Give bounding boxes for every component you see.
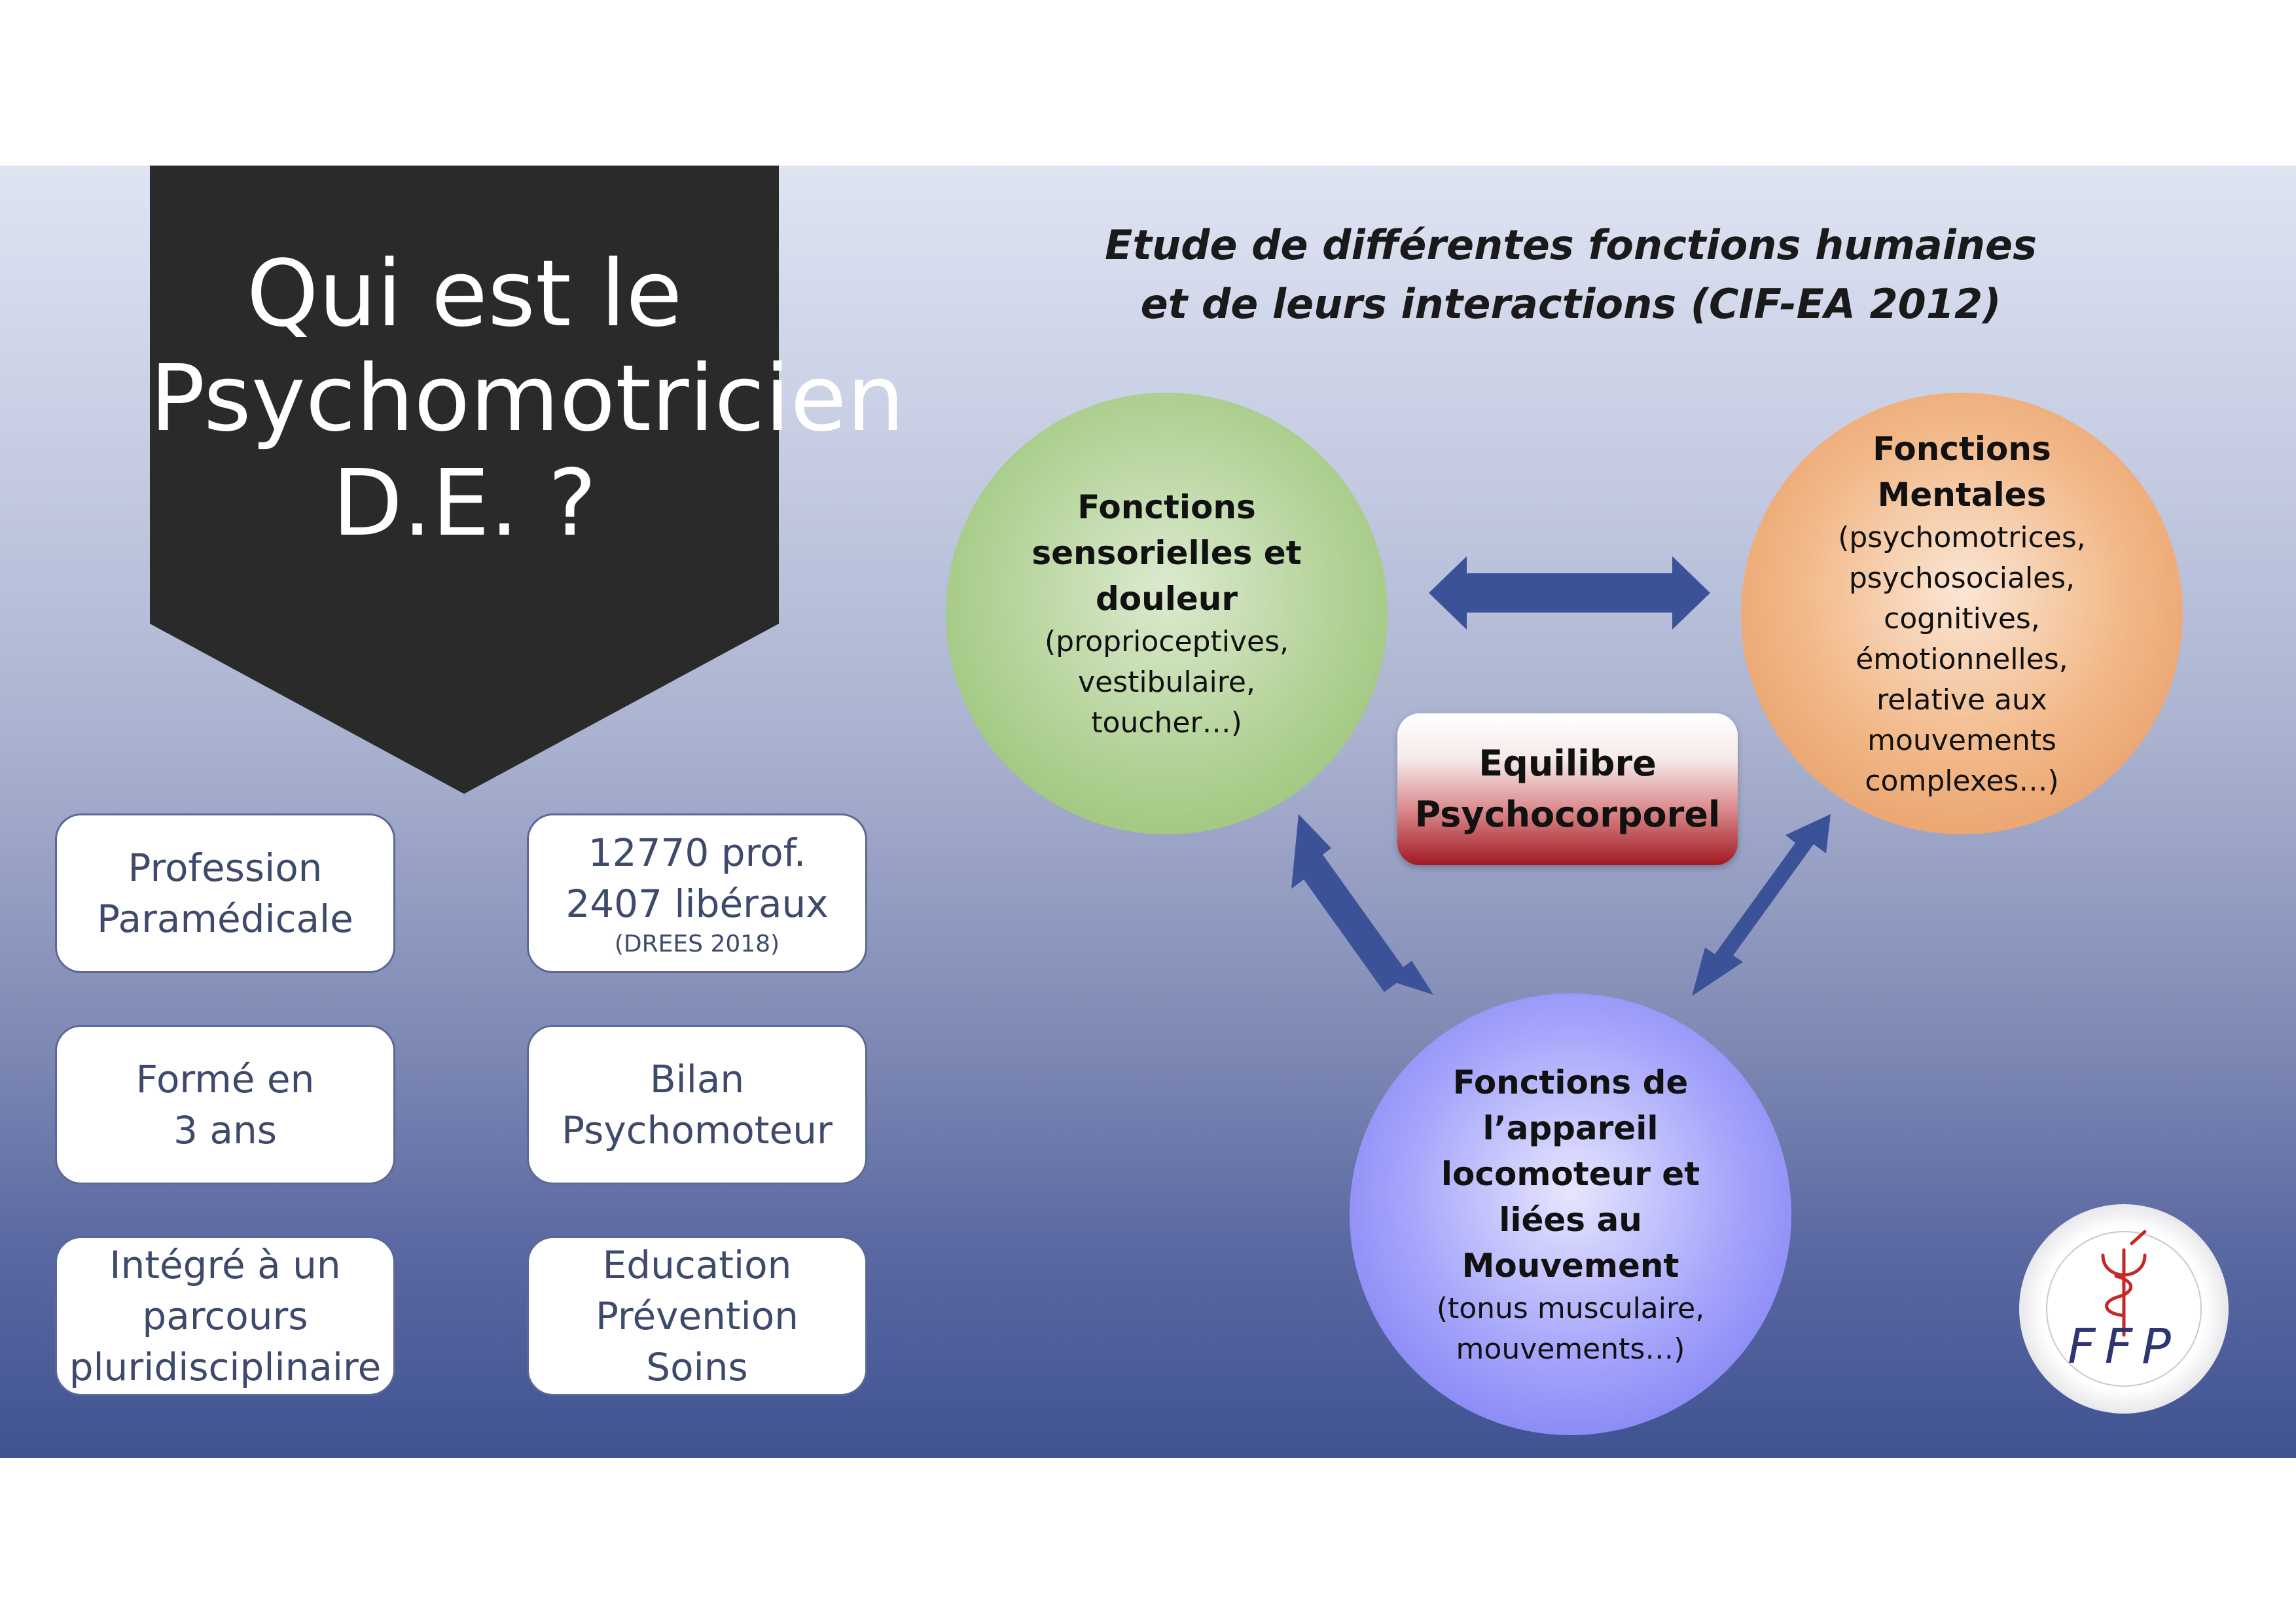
info-box-statistics: 12770 prof. 2407 libéraux (DREES 2018) <box>527 813 867 973</box>
circle-sensory-functions: Fonctions sensorielles et douleur (propr… <box>946 393 1388 834</box>
title-pentagon <box>150 166 779 794</box>
circle-mental-functions: Fonctions Mentales (psychomotrices, psyc… <box>1741 393 2183 834</box>
info-box-line: Intégré à un <box>109 1243 341 1287</box>
center-balance-box: Equilibre Psychocorporel <box>1397 713 1738 865</box>
info-box-line: Soins <box>646 1345 748 1389</box>
circle-locomotor-functions: Fonctions de l’appareil locomoteur et li… <box>1350 993 1791 1435</box>
circle-detail-line: cognitives, <box>1884 601 2040 635</box>
circle-bold-line: locomoteur et <box>1441 1154 1700 1193</box>
circle-detail-line: psychosociales, <box>1848 561 2075 595</box>
caduceus-psi-icon <box>2101 1230 2147 1337</box>
ffp-logo: FFP <box>2019 1204 2229 1414</box>
info-box-line: parcours <box>142 1294 308 1338</box>
circle-detail-line: mouvements…) <box>1456 1332 1685 1366</box>
title-line-1: Qui est le <box>246 241 683 348</box>
double-arrow-sensory-locomotor <box>1291 814 1433 995</box>
info-box-line: Prévention <box>595 1294 799 1338</box>
circle-detail-line: toucher…) <box>1091 705 1242 740</box>
circle-detail-line: mouvements <box>1867 723 2056 757</box>
info-box-line: 12770 prof. <box>588 830 806 875</box>
info-box-pathway: Intégré à un parcours pluridisciplinaire <box>55 1236 395 1396</box>
double-arrow-sensory-mental <box>1429 556 1710 630</box>
circle-detail-line: (proprioceptives, <box>1045 624 1289 658</box>
circle-detail-line: (tonus musculaire, <box>1436 1291 1705 1325</box>
info-box-assessment: Bilan Psychomoteur <box>527 1025 867 1185</box>
center-box-line: Psychocorporel <box>1414 794 1721 835</box>
diagram-title-line-2: et de leurs interactions (CIF-EA 2012) <box>1140 280 2001 328</box>
diagram-title-line-1: Etude de différentes fonctions humaines <box>1104 221 2037 269</box>
circle-bold-line: Mouvement <box>1462 1246 1679 1285</box>
circle-detail-line: complexes…) <box>1865 764 2059 798</box>
double-arrow-mental-locomotor <box>1692 814 1831 996</box>
center-box-line: Equilibre <box>1479 743 1657 784</box>
circle-detail-line: émotionnelles, <box>1856 642 2068 676</box>
info-box-line: 2407 libéraux <box>565 882 829 926</box>
info-box-line: Bilan <box>649 1057 745 1101</box>
circle-detail-line: (psychomotrices, <box>1838 520 2086 554</box>
info-box-line: Formé en <box>135 1057 315 1101</box>
circle-bold-line: sensorielles et <box>1031 533 1302 572</box>
circle-bold-line: douleur <box>1095 579 1238 618</box>
circle-bold-line: liées au <box>1499 1200 1642 1239</box>
info-box-source-note: (DREES 2018) <box>614 931 780 957</box>
info-box-line: Psychomoteur <box>562 1108 833 1152</box>
info-box-line: pluridisciplinaire <box>69 1345 382 1389</box>
diagram-title: Etude de différentes fonctions humaines … <box>1047 216 2094 334</box>
info-box-line: Profession <box>128 846 323 890</box>
info-box-profession: Profession Paramédicale <box>55 813 395 973</box>
circle-detail-line: relative aux <box>1876 683 2047 717</box>
info-box-missions: Education Prévention Soins <box>527 1236 867 1396</box>
logo-graphic <box>2046 1230 2202 1387</box>
info-box-training: Formé en 3 ans <box>55 1025 395 1185</box>
info-box-line: Paramédicale <box>97 897 353 941</box>
info-box-line: Education <box>602 1243 792 1287</box>
circle-bold-line: Mentales <box>1877 475 2047 514</box>
circle-bold-line: Fonctions <box>1077 488 1256 526</box>
circle-bold-line: l’appareil <box>1482 1109 1659 1147</box>
circle-bold-line: Fonctions <box>1873 429 2051 468</box>
circle-bold-line: Fonctions de <box>1452 1063 1689 1101</box>
logo-letters: FFP <box>2068 1319 2180 1375</box>
title-line-3: D.E. ? <box>332 450 597 557</box>
info-box-line: 3 ans <box>173 1108 277 1152</box>
circle-detail-line: vestibulaire, <box>1078 665 1255 699</box>
